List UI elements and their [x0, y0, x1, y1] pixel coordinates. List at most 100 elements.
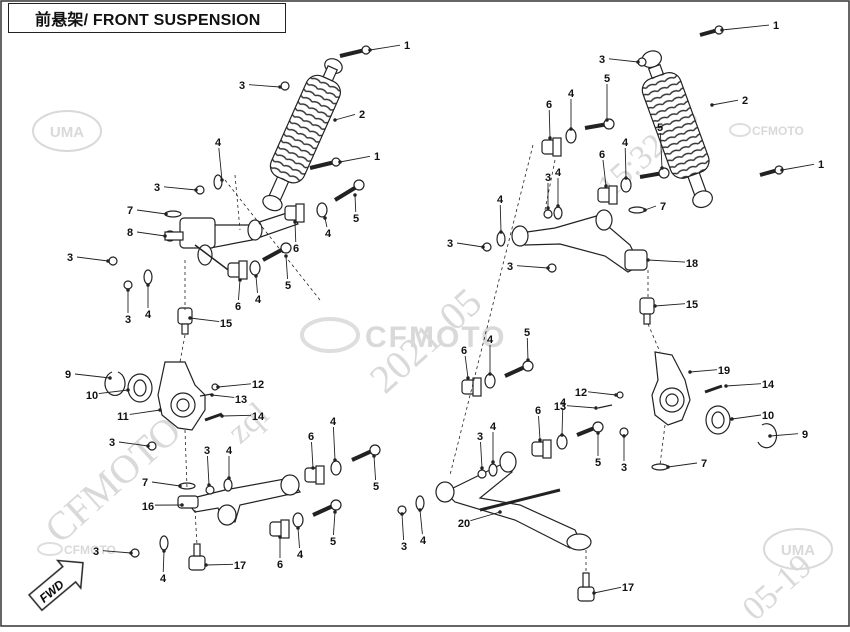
callout-label-c3: 3	[239, 80, 245, 92]
callout-dot-c38	[334, 511, 337, 514]
callout-dot-c8	[164, 235, 167, 238]
callout-dot-c10	[324, 217, 327, 220]
nut-3-a	[281, 82, 289, 90]
callout-dot-c2	[334, 119, 337, 122]
callout-dot-c40	[637, 61, 640, 64]
washer-4-c	[317, 203, 327, 217]
washer-4-n	[557, 435, 567, 449]
callout-label-c74: 3	[401, 541, 407, 553]
callout-label-c62: 19	[718, 365, 730, 377]
washer-4-g	[224, 479, 232, 491]
callout-dot-c6	[195, 189, 198, 192]
callout-dot-c63	[725, 385, 728, 388]
bushing-6-g	[462, 378, 481, 396]
washer-4-m	[485, 374, 495, 388]
callout-label-c66: 6	[535, 405, 541, 417]
callout-dot-c13	[127, 289, 130, 292]
callout-label-c28: 3	[204, 445, 210, 457]
callout-label-c9: 5	[353, 213, 359, 225]
washer-4-k	[554, 207, 562, 219]
callout-dot-c48	[781, 169, 784, 172]
circlip-7-right-lower	[652, 464, 668, 470]
callout-dot-c52	[500, 231, 503, 234]
callout-label-c54: 3	[507, 261, 513, 273]
callout-dot-c16	[255, 275, 258, 278]
callout-dot-c30	[179, 485, 182, 488]
callout-label-c23: 13	[235, 394, 247, 406]
callout-label-c70: 4	[490, 421, 497, 433]
callout-label-c8: 8	[127, 227, 133, 239]
callout-label-c48: 1	[818, 159, 824, 171]
callout-dot-c49	[547, 207, 550, 210]
callout-label-c34: 4	[160, 573, 167, 585]
callout-label-c58: 4	[487, 334, 494, 346]
callout-label-c49: 3	[545, 172, 551, 184]
callout-label-c21: 11	[117, 411, 129, 423]
bushing-6-a	[285, 204, 304, 222]
callout-dot-c43	[570, 128, 573, 131]
washer-4-b	[144, 270, 152, 284]
nut-3-m	[478, 470, 486, 478]
callout-label-c39: 1	[773, 20, 779, 32]
callout-label-c30: 7	[142, 477, 148, 489]
callout-label-c36: 6	[277, 559, 283, 571]
callout-dot-c68	[597, 432, 600, 435]
callout-dot-c70	[492, 461, 495, 464]
callout-dot-c11	[294, 221, 297, 224]
callout-dot-c57	[467, 377, 470, 380]
callout-dot-c59	[527, 359, 530, 362]
callout-dot-c62	[689, 371, 692, 374]
callout-label-c47: 5	[657, 122, 663, 134]
bushing-6-h	[532, 440, 551, 458]
bushing-6-f	[598, 186, 617, 204]
callout-label-c19: 9	[65, 369, 71, 381]
callout-dot-c71	[481, 467, 484, 470]
bushing-6-e	[542, 138, 561, 156]
callout-dot-c33	[130, 552, 133, 555]
callout-dot-c3	[279, 86, 282, 89]
callout-dot-c67	[561, 434, 564, 437]
page-title: 前悬架/ FRONT SUSPENSION	[35, 6, 261, 30]
callout-label-c65: 9	[802, 429, 808, 441]
callout-dot-c17	[285, 255, 288, 258]
callout-label-c22: 12	[252, 379, 264, 391]
callout-label-c31: 5	[373, 481, 379, 493]
svg-text:UMA: UMA	[781, 542, 815, 559]
callout-dot-c41	[711, 104, 714, 107]
callout-label-c44: 5	[604, 73, 610, 85]
callout-label-c64: 10	[762, 410, 774, 422]
callout-label-c20: 10	[86, 390, 98, 402]
callout-label-c14: 4	[145, 309, 152, 321]
callout-label-c69: 3	[621, 462, 627, 474]
callout-dot-c58	[489, 373, 492, 376]
callout-dot-c22	[217, 386, 220, 389]
callout-dot-c45	[605, 185, 608, 188]
nut-3-f	[206, 486, 214, 494]
callout-dot-c24	[221, 415, 224, 418]
callout-label-c43: 4	[568, 88, 575, 100]
callout-label-c55: 18	[686, 258, 698, 270]
callout-dot-c9	[354, 194, 357, 197]
callout-label-c15: 6	[235, 301, 241, 313]
callout-dot-c5	[221, 179, 224, 182]
callout-dot-c60	[615, 394, 618, 397]
callout-label-c72: 7	[701, 458, 707, 470]
callout-dot-c42	[549, 137, 552, 140]
callout-label-c52: 4	[497, 194, 504, 206]
callout-dot-c47	[661, 167, 664, 170]
bushing-6-b	[228, 261, 247, 279]
callout-label-c24: 14	[252, 411, 265, 423]
callout-dot-c74	[401, 513, 404, 516]
callout-dot-c39	[721, 29, 724, 32]
callout-label-c67: 4	[560, 397, 567, 409]
callout-label-c17: 5	[285, 280, 291, 292]
callout-dot-c37	[297, 527, 300, 530]
washer-4-e	[331, 461, 341, 475]
callout-dot-c66	[539, 439, 542, 442]
washer-4-j	[621, 178, 631, 192]
washer-4-h	[160, 536, 168, 550]
callout-dot-c35	[205, 564, 208, 567]
callout-dot-c75	[419, 509, 422, 512]
nut-3-i	[544, 210, 552, 218]
